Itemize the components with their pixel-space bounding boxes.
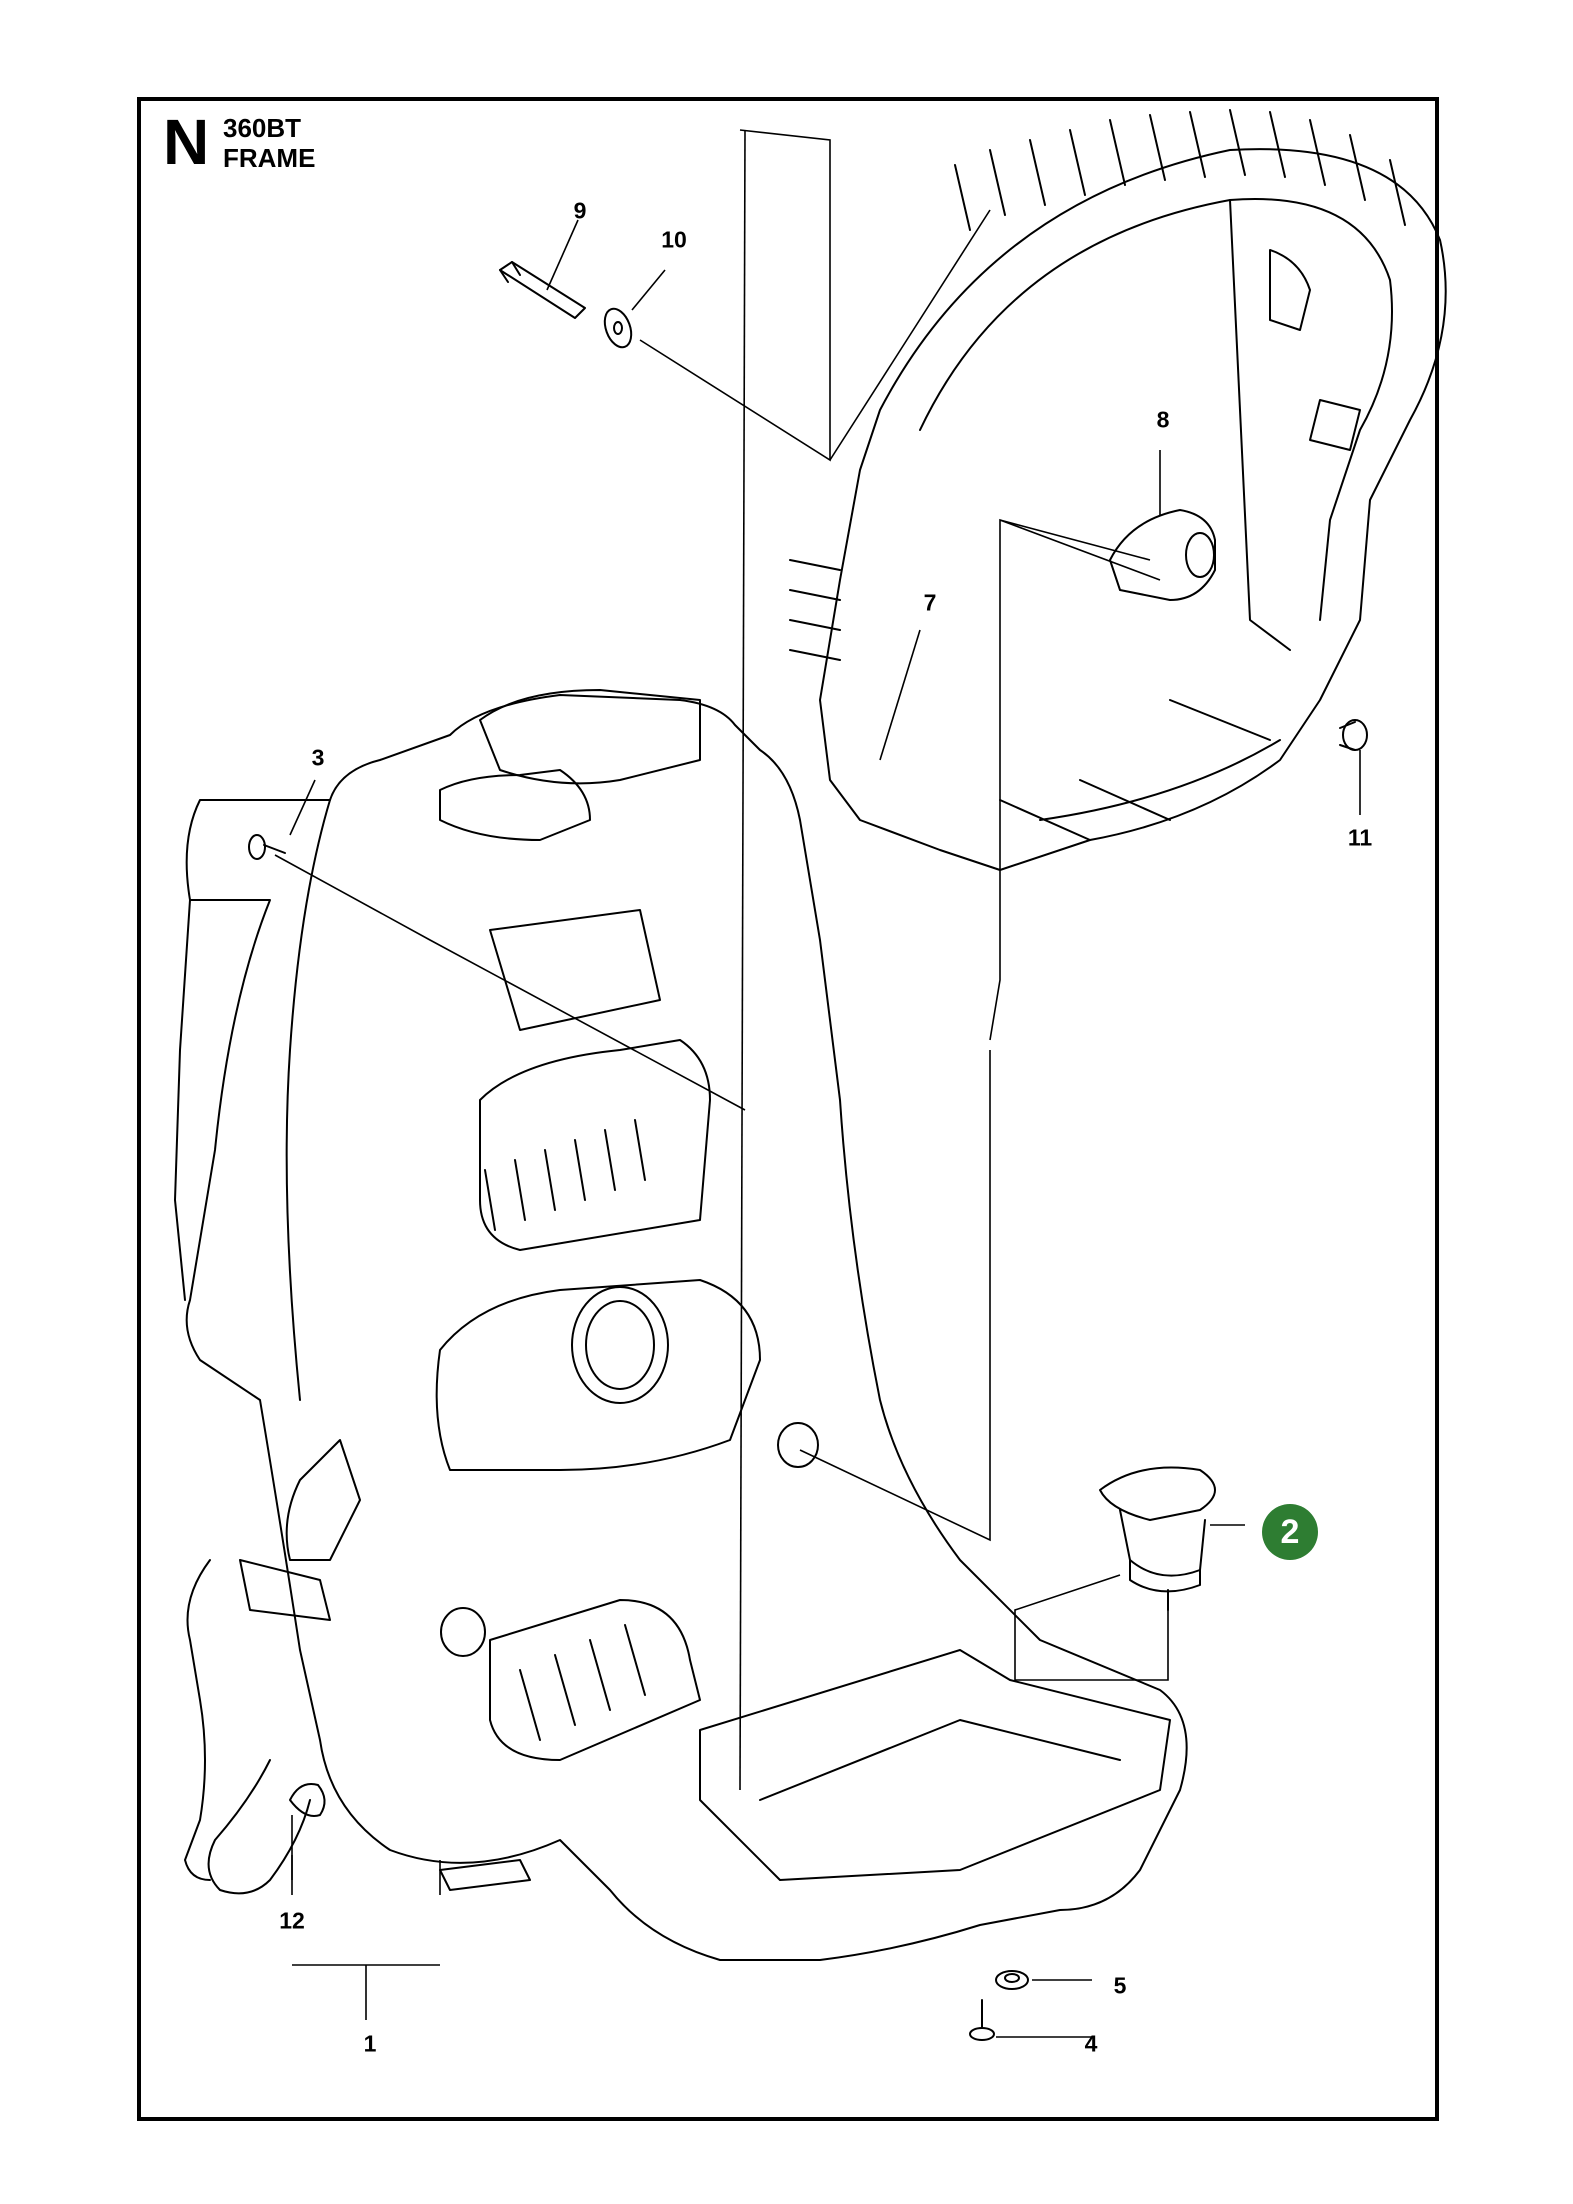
callout-5: 5 [1113, 1972, 1127, 1999]
callout-7: 7 [923, 589, 937, 616]
fan-housing-part [789, 109, 1447, 871]
callout-8: 8 [1156, 406, 1170, 433]
callout-11: 11 [1347, 824, 1373, 851]
leader-lines [274, 129, 1361, 2038]
pad-part-2 [1099, 1466, 1216, 1611]
callout-4: 4 [1084, 2030, 1098, 2057]
highlighted-part-badge[interactable]: 2 [1262, 1504, 1318, 1560]
clip-part-12 [289, 1783, 326, 1817]
screw-part-3 [248, 834, 286, 860]
nut-part-5 [995, 1970, 1029, 1990]
section-title: FRAME [223, 143, 316, 173]
washer-part-10 [603, 307, 633, 349]
callout-1: 1 [363, 2030, 377, 2057]
grommet-part-11 [1339, 719, 1368, 751]
section-letter: N [163, 106, 210, 178]
callout-3: 3 [311, 744, 325, 771]
callout-12: 12 [279, 1907, 305, 1934]
damper-part-8 [1109, 509, 1216, 601]
shoulder-strap-part [184, 1559, 531, 1895]
model-number: 360BT [223, 113, 302, 143]
bolt-part-9 [499, 261, 586, 319]
screw-part-4 [969, 1999, 995, 2041]
callout-10: 10 [661, 226, 687, 253]
page-frame-border [137, 97, 1439, 2121]
callout-9: 9 [573, 197, 587, 224]
